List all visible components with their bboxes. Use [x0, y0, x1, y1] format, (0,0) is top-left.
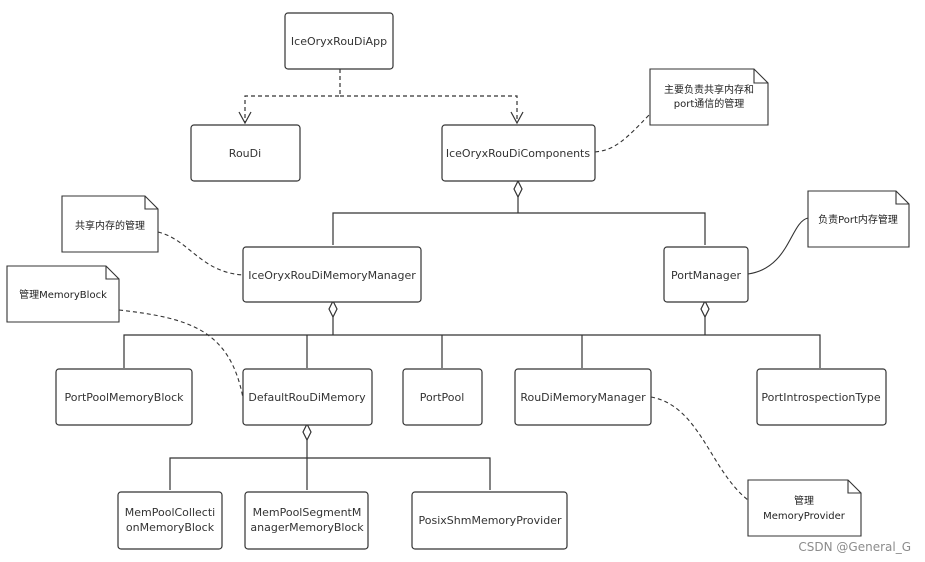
box-roudi-memory-manager: RouDiMemoryManager	[514, 368, 652, 426]
box-label-line-2: onMemoryBlock	[126, 521, 215, 534]
box-label: PosixShmMemoryProvider	[419, 514, 562, 527]
box-label-line-1: MemPoolSegmentM	[253, 506, 362, 519]
note-text: 管理MemoryBlock	[19, 288, 107, 301]
note-shared-memory: 共享内存的管理	[61, 195, 159, 253]
box-label-line-2: anagerMemoryBlock	[250, 521, 364, 534]
note-text: 负责Port内存管理	[818, 213, 898, 226]
box-posix-shm-memory-provider: PosixShmMemoryProvider	[411, 491, 568, 550]
note-port-memory: 负责Port内存管理	[807, 190, 910, 248]
diamond-memory-manager	[328, 299, 338, 319]
note-memory-provider: 管理 MemoryProvider	[747, 479, 862, 537]
connectors	[123, 69, 821, 490]
note-link-memory-manager	[157, 231, 244, 276]
note-link-roudi-memory-manager	[650, 396, 749, 501]
arrowhead-components	[510, 111, 524, 125]
note-link-components	[594, 113, 651, 153]
box-label: DefaultRouDiMemory	[248, 391, 366, 404]
box-iceoryx-roudi-app: IceOryxRouDiApp	[284, 12, 394, 70]
note-link-port-manager	[747, 217, 809, 275]
box-iceoryx-roudi-memory-manager: IceOryxRouDiMemoryManager	[242, 246, 422, 303]
box-iceoryx-roudi-components: IceOryxRouDiComponents	[441, 124, 596, 182]
arrowhead-roudi	[238, 111, 252, 125]
note-connectors	[118, 113, 809, 501]
box-label: IceOryxRouDiApp	[291, 35, 387, 48]
box-port-introspection-type: PortIntrospectionType	[756, 368, 887, 426]
diamond-default-roudi-memory	[302, 422, 312, 442]
note-text-line-1: 主要负责共享内存和	[664, 83, 754, 96]
box-label: PortIntrospectionType	[761, 391, 880, 404]
box-mempool-segment-manager-memory-block: MemPoolSegmentM anagerMemoryBlock	[244, 491, 369, 550]
box-port-manager: PortManager	[663, 246, 749, 303]
dependency-line-components	[340, 95, 518, 122]
box-label: RouDi	[229, 147, 261, 160]
components-branch-line	[332, 212, 706, 245]
default-roudi-memory-branch-line	[169, 457, 491, 490]
note-text: 共享内存的管理	[75, 219, 145, 232]
composition-diamonds	[302, 179, 710, 442]
note-memory-block: 管理MemoryBlock	[6, 265, 120, 323]
box-port-pool: PortPool	[402, 368, 483, 426]
box-label-line-1: MemPoolCollecti	[125, 506, 215, 519]
box-label: IceOryxRouDiMemoryManager	[248, 269, 416, 282]
box-port-pool-memory-block: PortPoolMemoryBlock	[55, 368, 193, 426]
notes: 主要负责共享内存和 port通信的管理 共享内存的管理 负责Port内存管理 管…	[6, 68, 910, 537]
note-components: 主要负责共享内存和 port通信的管理	[649, 68, 769, 126]
note-text-line-2: port通信的管理	[674, 97, 745, 110]
box-roudi: RouDi	[190, 124, 301, 182]
box-label: PortPool	[420, 391, 465, 404]
memory-manager-branch-line	[123, 334, 821, 368]
box-label: PortManager	[671, 269, 742, 282]
diamond-components	[513, 179, 523, 199]
diamond-port-manager	[700, 299, 710, 319]
box-label: RouDiMemoryManager	[520, 391, 646, 404]
note-text-line-2: MemoryProvider	[763, 511, 846, 522]
box-label: PortPoolMemoryBlock	[64, 391, 184, 404]
app-dependency-lines	[244, 69, 518, 122]
note-link-default-roudi-memory	[118, 309, 244, 399]
dependency-line-roudi	[244, 69, 341, 122]
class-boxes: IceOryxRouDiApp RouDi IceOryxRouDiCompon…	[55, 12, 887, 550]
watermark: CSDN @General_G	[798, 540, 911, 554]
box-mempool-collection-memory-block: MemPoolCollecti onMemoryBlock	[117, 491, 223, 550]
note-text-line-1: 管理	[794, 494, 814, 507]
box-default-roudi-memory: DefaultRouDiMemory	[242, 368, 373, 426]
box-label: IceOryxRouDiComponents	[446, 147, 590, 160]
